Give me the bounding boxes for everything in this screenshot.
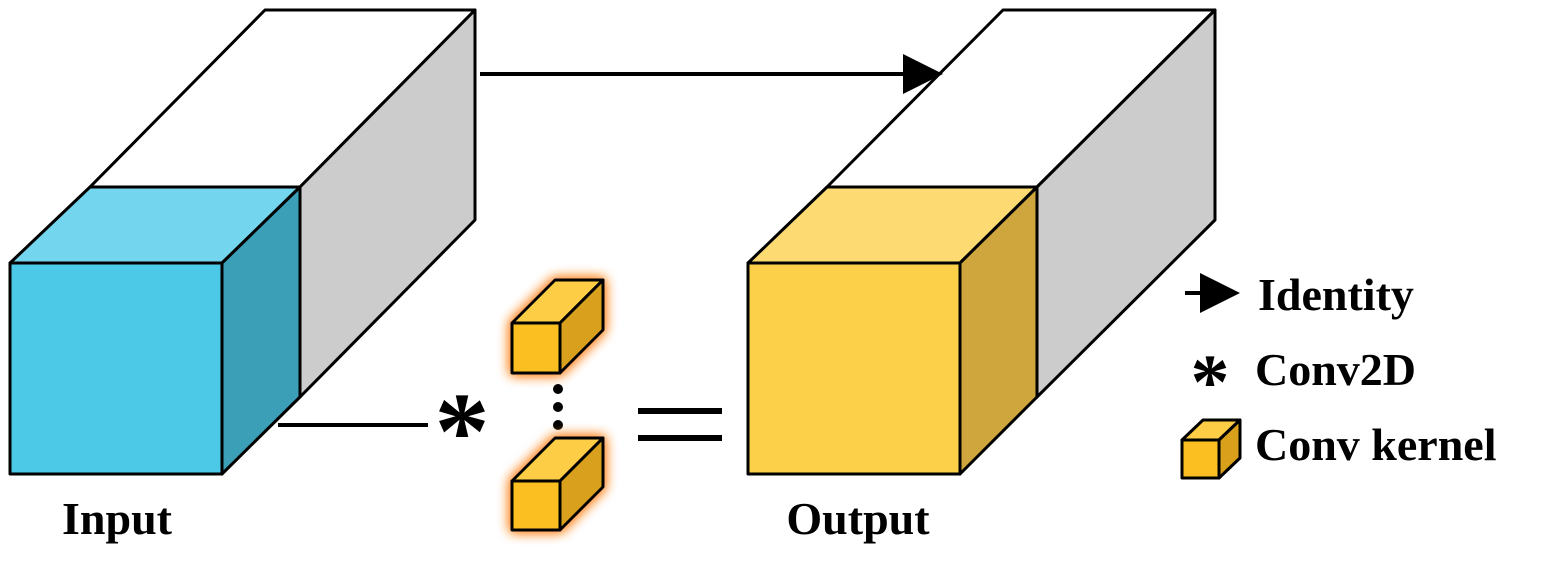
legend-kernel-icon	[1180, 418, 1242, 480]
kernel-top	[510, 278, 605, 375]
kernel-ellipsis	[553, 384, 563, 430]
kernel-bottom	[510, 436, 605, 532]
input-tensor	[8, 8, 477, 476]
input-label: Input	[62, 493, 173, 544]
output-tensor	[746, 8, 1217, 476]
input-cube-front	[8, 261, 224, 476]
output-cube-front	[746, 261, 962, 476]
legend-kernel-label: Conv kernel	[1255, 419, 1497, 470]
output-label: Output	[786, 493, 930, 544]
conv-operator: *	[435, 370, 490, 492]
equals-sign	[638, 408, 722, 441]
legend-conv2d-label: Conv2D	[1255, 344, 1416, 395]
legend-identity-label: Identity	[1258, 269, 1414, 320]
legend-conv2d-icon: *	[1191, 338, 1230, 425]
legend: Identity * Conv2D Conv kernel	[1180, 269, 1497, 480]
